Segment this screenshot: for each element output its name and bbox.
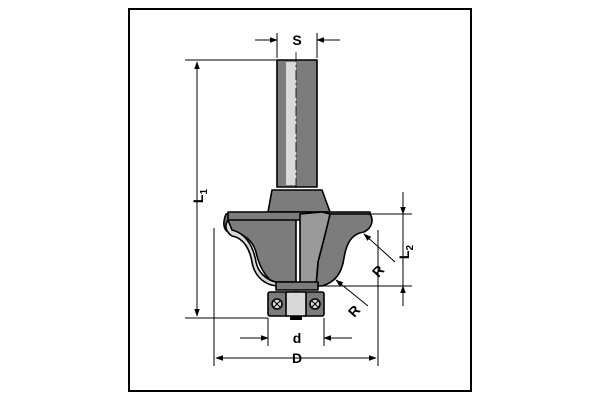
label-r-lower: R [345, 302, 364, 320]
label-d: d [293, 330, 302, 346]
shank-neck [267, 189, 331, 213]
label-l1-main: L [190, 194, 206, 203]
drawing-frame [128, 8, 472, 392]
cutting-edge-left [225, 219, 297, 287]
svg-text:L2: L2 [396, 245, 416, 260]
label-l2-sub: 2 [405, 245, 416, 251]
label-l2-main: L [396, 250, 412, 259]
bearing-nut [290, 316, 302, 320]
dim-r-lower-leader [335, 279, 369, 307]
label-l1: L1 [190, 189, 210, 204]
bearing-screw-right-slot [311, 300, 319, 308]
bearing-center [285, 291, 307, 317]
dim-r-upper-leader [363, 233, 396, 263]
label-l1-sub: 1 [199, 189, 210, 195]
shank-highlight [286, 62, 296, 185]
svg-text:L1: L1 [190, 189, 210, 204]
bearing-screw-left-slot [273, 300, 281, 308]
dimension-lines [185, 33, 412, 366]
cutter-bottom [275, 281, 319, 291]
label-l2: L2 [396, 245, 416, 260]
router-bit [223, 52, 373, 320]
label-r-upper: R [369, 262, 388, 280]
label-s: S [292, 32, 301, 48]
shank [276, 59, 318, 188]
label-D: D [292, 350, 302, 366]
